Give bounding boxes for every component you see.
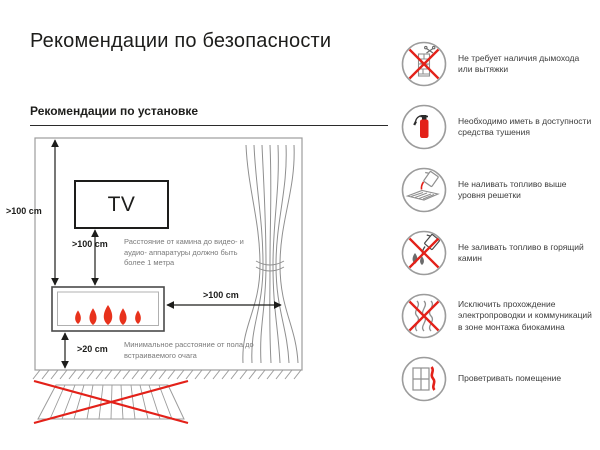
safety-item: Не наливать топливо выше уровня решетки [400,166,596,214]
dim-wall-distance: >100 cm [6,206,42,216]
safety-item-text: Исключить прохождение электропроводки и … [458,298,592,332]
diagram-graphics [32,137,303,425]
dim-floor-distance: >20 cm [77,344,108,354]
room-outline [34,137,303,371]
page-title: Рекомендации по безопасности [30,30,332,52]
tv-label: TV [107,192,136,216]
safety-item-text: Проветривать помещение [458,373,562,384]
fireplace [51,286,165,332]
safety-item-text: Не заливать топливо в горящий камин [458,241,584,263]
dimension-arrows [51,139,282,369]
red-cross [33,379,189,425]
safety-item: Не заливать топливо в горящий камин [400,229,596,277]
safety-item: Необходимо иметь в доступности средства … [400,103,596,151]
no-fuel-burning-icon [400,229,448,277]
tv-box [74,180,169,229]
safety-list: Не требует наличия дымохода или вытяжки … [400,40,596,403]
ventilation-icon [400,355,448,403]
safety-item: Не требует наличия дымохода или вытяжки [400,40,596,88]
note-tv-distance: Расстояние от камина до видео- и аудио- … [124,237,244,267]
dim-tv-distance: >100 cm [72,239,108,249]
rug-crossed-out [33,379,189,425]
no-chimney-icon [400,40,448,88]
safety-item: Исключить прохождение электропроводки и … [400,292,596,340]
floor-hatching [32,369,302,380]
dim-curtain-distance: >100 cm [203,290,239,300]
section-title: Рекомендации по установке [30,104,388,126]
safety-item-text: Не требует наличия дымохода или вытяжки [458,52,580,74]
curtain [242,144,299,364]
safety-item: Проветривать помещение [400,355,596,403]
safety-item-text: Не наливать топливо выше уровня решетки [458,178,567,200]
installation-diagram: TV >100 cm >100 cm >100 cm >20 cm Рассто… [0,135,395,447]
fuel-level-icon [400,166,448,214]
extinguisher-icon [400,103,448,151]
no-wiring-icon [400,292,448,340]
safety-item-text: Необходимо иметь в доступности средства … [458,115,592,137]
note-floor-distance: Минимальное расстояние от пола до встраи… [124,340,254,360]
flames [75,305,141,325]
